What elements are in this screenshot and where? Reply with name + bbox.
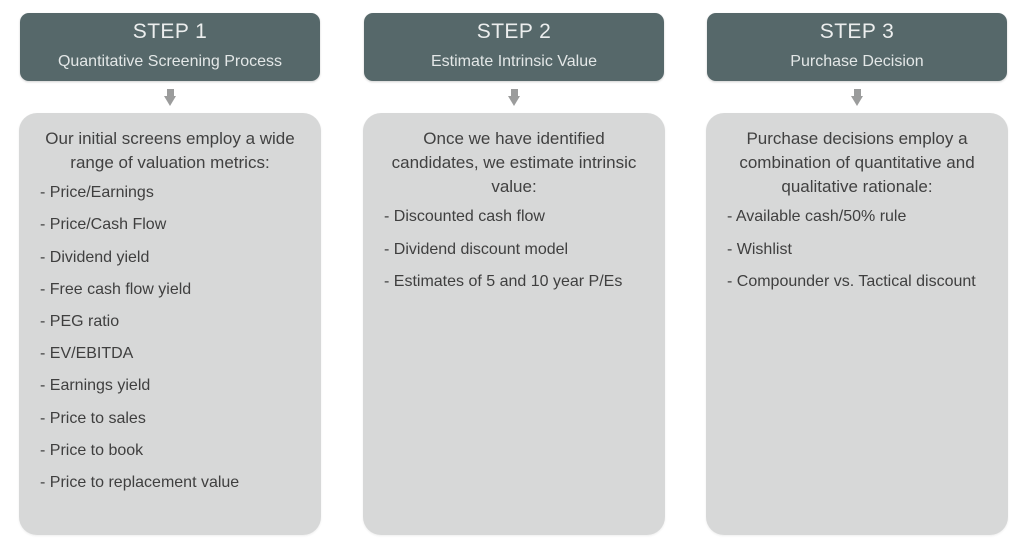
step-item-list-2: - Discounted cash flow - Dividend discou… [373,207,655,291]
list-item: - Available cash/50% rule [727,208,907,226]
step-connector-2 [363,89,665,109]
step-header-card-2[interactable]: STEP 2 Estimate Intrinsic Value [364,13,664,81]
step-header-card-3[interactable]: STEP 3 Purchase Decision [707,13,1007,81]
step-connector-3 [706,89,1008,109]
step-item-list-3: - Available cash/50% rule - Wishlist - C… [716,207,998,291]
list-item: - PEG ratio [40,313,120,330]
down-arrow-icon [507,89,521,106]
list-item: - Dividend yield [40,248,150,266]
step-intro-text-1: Our initial screens employ a wide range … [45,129,295,173]
step-title-1: STEP 1 [132,20,208,44]
list-item: - Wishlist [727,240,792,258]
step-connector-1 [19,89,321,109]
down-arrow-icon [850,89,864,106]
list-item: - Dividend discount model [384,240,569,258]
step-title-3: STEP 3 [819,20,895,44]
process-step-column-2: STEP 2 Estimate Intrinsic Value Once we … [363,0,665,550]
list-item: - Price to sales [40,409,146,427]
list-item: - Compounder vs. Tactical discount [727,272,976,290]
list-item: - Estimates of 5 and 10 year P/Es [384,272,623,290]
step-intro-text-3: Purchase decisions employ a combination … [739,129,975,197]
step-body-card-3: Purchase decisions employ a combination … [706,113,1008,535]
process-step-column-3: STEP 3 Purchase Decision Purchase decisi… [706,0,1008,550]
step-title-2: STEP 2 [476,20,552,44]
down-arrow-icon [163,89,177,106]
step-subtitle-3: Purchase Decision [790,52,924,70]
step-subtitle-2: Estimate Intrinsic Value [431,52,597,70]
process-step-column-1: STEP 1 Quantitative Screening Process Ou… [19,0,321,550]
list-item: - Price to book [40,441,144,459]
list-item: - Discounted cash flow [384,208,545,226]
step-intro-text-2: Once we have identified candidates, we e… [391,129,637,197]
step-body-card-2: Once we have identified candidates, we e… [363,113,665,535]
step-subtitle-1: Quantitative Screening Process [57,52,283,70]
step-header-card-1[interactable]: STEP 1 Quantitative Screening Process [20,13,320,81]
step-item-list-1: - Price/Earnings - Price/Cash Flow - Div… [29,183,311,492]
step-body-card-1: Our initial screens employ a wide range … [19,113,321,535]
list-item: - Price/Cash Flow [40,216,167,234]
list-item: - Price/Earnings [40,184,154,202]
list-item: - Free cash flow yield [40,280,192,298]
list-item: - EV/EBITDA [40,345,134,363]
list-item: - Earnings yield [40,377,151,395]
list-item: - Price to replacement value [40,473,240,491]
